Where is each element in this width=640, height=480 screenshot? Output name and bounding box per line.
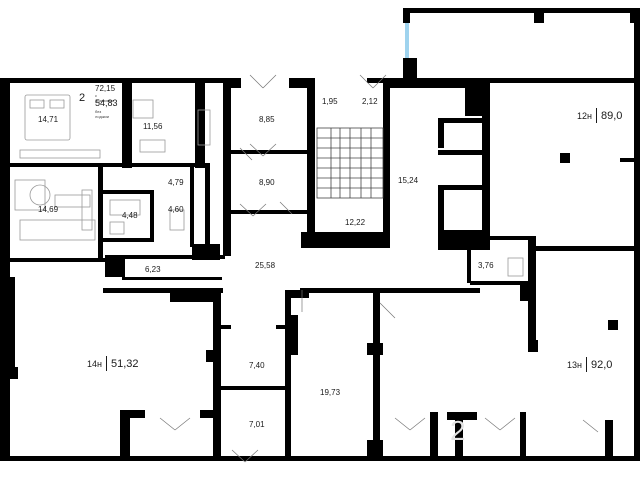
room-area-label: 7,01 <box>249 420 265 429</box>
room-area-label: 4,48 <box>122 211 138 220</box>
unit-name: 12н <box>577 110 592 121</box>
unit-separator <box>105 356 107 371</box>
room-area-label: 7,40 <box>249 361 265 370</box>
fixtures <box>14 94 524 277</box>
unit-separator <box>595 108 597 123</box>
unit-area: 51,32 <box>110 357 139 370</box>
room-area-label: 12,22 <box>345 218 366 227</box>
room-area-label: 1,95 <box>322 97 338 106</box>
unit-separator <box>585 357 587 372</box>
room-area-label: 6,23 <box>145 265 161 274</box>
apartment-living-area: 54,83 <box>95 98 118 108</box>
room-area-label: 3,76 <box>478 261 494 270</box>
apartment-living-area-caption: без лоджии <box>95 109 109 119</box>
watermark: 2 <box>450 415 466 446</box>
unit-name: 13н <box>567 359 582 370</box>
room-area-label: 4,79 <box>168 178 184 187</box>
unit-name: 14н <box>87 358 102 369</box>
room-area-label: 25,58 <box>255 261 276 270</box>
apartment-total-area-caption: с лоджиями <box>95 93 114 103</box>
unit-label-13n: 13н 92,0 <box>567 357 612 372</box>
unit-label-12n: 12н 89,0 <box>577 108 622 123</box>
room-area-label: 15,24 <box>398 176 419 185</box>
unit-area: 89,0 <box>600 109 623 122</box>
room-area-label: 8,90 <box>259 178 275 187</box>
door-swings <box>159 74 599 463</box>
unit-label-14n: 14н 51,32 <box>87 356 139 371</box>
staircase <box>316 127 384 199</box>
room-area-label: 2,12 <box>362 97 378 106</box>
apartment-number: 2 <box>79 92 86 104</box>
apartment-total-area: 72,15 <box>95 84 116 93</box>
room-area-label: 11,56 <box>143 122 163 131</box>
room-area-label: 4,60 <box>168 205 184 214</box>
walls <box>0 8 640 461</box>
room-area-label: 19,73 <box>320 388 341 397</box>
room-area-label: 8,85 <box>259 115 275 124</box>
room-area-label: 14,71 <box>38 115 59 124</box>
room-area-label: 14,69 <box>38 205 59 214</box>
unit-area: 92,0 <box>590 358 613 371</box>
